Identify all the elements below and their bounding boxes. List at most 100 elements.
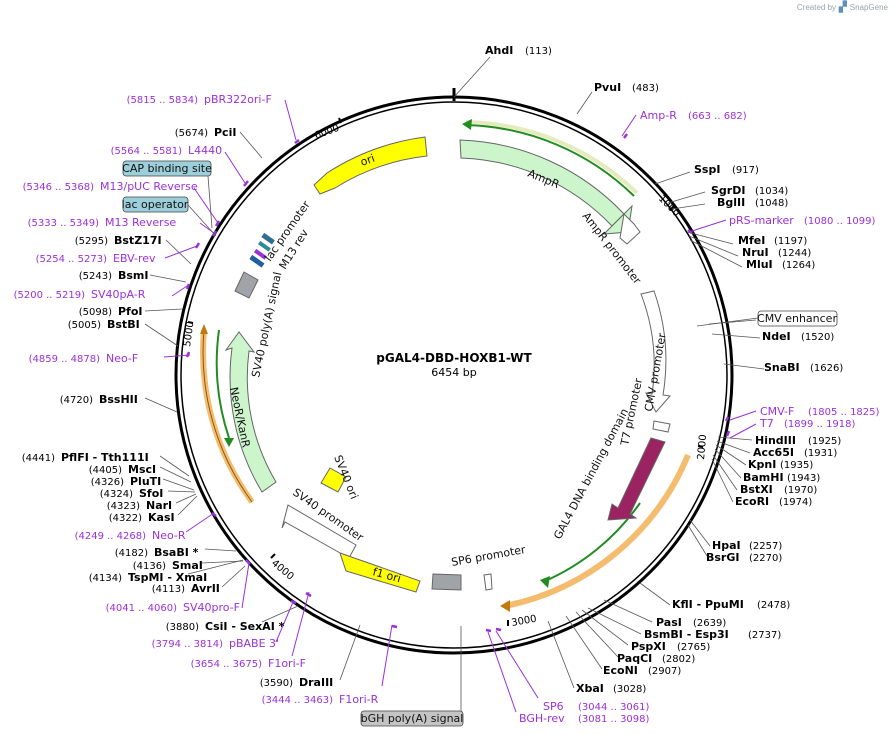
svg-text:(4326): (4326) bbox=[91, 477, 124, 488]
enzyme-labels: AhdI(113) PvuI(483) SspI(917) SgrDI(1034… bbox=[485, 44, 843, 695]
enzyme-bstz17i: (5295)BstZ17I bbox=[75, 234, 162, 247]
sv40-promoter-feature bbox=[281, 504, 357, 559]
cap-binding-site-label: CAP binding site bbox=[122, 162, 212, 175]
svg-text:(3444 .. 3463): (3444 .. 3463) bbox=[262, 695, 334, 706]
svg-text:NdeI: NdeI bbox=[762, 330, 791, 343]
enzyme-leader-lines bbox=[144, 56, 765, 689]
tick-2000: 2000 bbox=[696, 434, 709, 460]
svg-text:PvuI: PvuI bbox=[594, 81, 621, 94]
ampr-promoter-feature bbox=[619, 212, 641, 245]
tick-6000: 6000 bbox=[313, 123, 341, 142]
svg-text:L4440: L4440 bbox=[188, 144, 222, 157]
enzyme-csii-sexai: (3880)CsiI - SexAI * bbox=[166, 620, 285, 633]
svg-text:BstXI: BstXI bbox=[740, 483, 773, 496]
enzyme-sfoi: (4324)SfoI bbox=[100, 487, 164, 500]
svg-text:(1970): (1970) bbox=[784, 485, 817, 496]
svg-text:AvrII: AvrII bbox=[191, 582, 220, 595]
primer-sp6: SP6(3044 .. 3061) bbox=[543, 700, 650, 713]
cmv-promoter-feature bbox=[640, 290, 671, 413]
m13rev-mark bbox=[253, 248, 267, 260]
primer-pbr322ori-f: (5815 .. 5834)pBR322ori-F bbox=[127, 93, 272, 106]
svg-text:(3880): (3880) bbox=[166, 622, 199, 633]
enzyme-bsmi: (5243)BsmI bbox=[79, 269, 149, 282]
svg-text:(5200 .. 5219): (5200 .. 5219) bbox=[14, 290, 86, 301]
svg-text:(5005): (5005) bbox=[68, 320, 101, 331]
lac-operator-box: lac operator bbox=[122, 196, 217, 237]
t7-promoter-feature bbox=[652, 420, 671, 433]
svg-text:F1ori-R: F1ori-R bbox=[339, 693, 379, 706]
ori-label: ori bbox=[359, 152, 377, 169]
primer-l4440: (5564 .. 5581) L4440 bbox=[111, 144, 223, 157]
svg-text:(5564 .. 5581): (5564 .. 5581) bbox=[111, 146, 183, 157]
svg-text:Acc65I: Acc65I bbox=[753, 446, 794, 459]
bgh-polya-label: bGH poly(A) signal bbox=[361, 712, 464, 725]
enzyme-sgrdi: SgrDI(1034) bbox=[711, 184, 788, 197]
ampr-orf-line bbox=[465, 124, 635, 197]
svg-text:(4324): (4324) bbox=[100, 489, 133, 500]
enzyme-pluti: (4326) PluTI bbox=[91, 475, 162, 488]
svg-text:NarI: NarI bbox=[146, 499, 172, 512]
svg-text:PfoI: PfoI bbox=[118, 305, 143, 318]
primer-labels: Amp-R(663 .. 682) pRS-marker(1080 .. 109… bbox=[14, 93, 880, 725]
primer-pbabe-3: (3794 .. 3814)pBABE 3' bbox=[152, 637, 280, 650]
enzyme-kasi: (4322)KasI bbox=[109, 511, 175, 524]
svg-text:AhdI: AhdI bbox=[485, 44, 513, 57]
svg-text:(4323): (4323) bbox=[107, 501, 140, 512]
svg-text:(3028): (3028) bbox=[613, 684, 646, 695]
primer-bgh-rev: BGH-rev(3081 .. 3098) bbox=[519, 712, 650, 725]
svg-text:(2639): (2639) bbox=[693, 618, 726, 629]
primer-m13-puc-reverse: (5346 .. 5368)M13/pUC Reverse bbox=[23, 180, 198, 193]
enzyme-mfei: MfeI(1197) bbox=[738, 234, 807, 247]
svg-text:pBR322ori-F: pBR322ori-F bbox=[204, 93, 272, 106]
svg-text:M13 Reverse: M13 Reverse bbox=[105, 216, 176, 229]
svg-text:(4859 .. 4878): (4859 .. 4878) bbox=[29, 354, 101, 365]
svg-text:(917): (917) bbox=[732, 165, 759, 176]
svg-text:CMV-F: CMV-F bbox=[760, 405, 794, 418]
enzyme-bglii: BglII (1048) bbox=[717, 196, 788, 209]
svg-text:(483): (483) bbox=[632, 83, 659, 94]
plasmid-name: pGAL4-DBD-HOXB1-WT bbox=[376, 351, 532, 365]
tick-1000: 1000 bbox=[656, 193, 682, 219]
plasmid-size: 6454 bp bbox=[431, 366, 476, 379]
gal4-label: GAL4 DNA binding domain bbox=[551, 406, 631, 541]
svg-text:(4441): (4441) bbox=[22, 453, 55, 464]
bgh-polya-box: bGH poly(A) signal bbox=[360, 626, 464, 727]
enzyme-pspxi: PspXI(2765) bbox=[631, 640, 710, 653]
svg-text:(5674): (5674) bbox=[175, 128, 208, 139]
svg-text:BstBI: BstBI bbox=[107, 318, 140, 331]
neor-orf-outline-line bbox=[202, 329, 253, 503]
svg-text:PasI: PasI bbox=[656, 616, 682, 629]
svg-text:(2737): (2737) bbox=[748, 630, 781, 641]
gal4-orf-line bbox=[542, 502, 641, 583]
neor-orf-arrowhead bbox=[224, 438, 234, 447]
cmv-enhancer-box: CMV enhancer bbox=[696, 310, 837, 327]
svg-text:(5333 .. 5349): (5333 .. 5349) bbox=[28, 218, 100, 229]
enzyme-pvui: PvuI (483) bbox=[594, 81, 659, 94]
svg-text:(4322): (4322) bbox=[109, 513, 142, 524]
enzyme-hindiii: HindIII(1925) bbox=[755, 434, 841, 447]
svg-text:(4405): (4405) bbox=[89, 465, 122, 476]
snapgene-logo-icon: ▞ bbox=[839, 2, 847, 13]
svg-text:(1080 .. 1099): (1080 .. 1099) bbox=[804, 216, 876, 227]
enzyme-msci: (4405)MscI bbox=[89, 463, 156, 476]
svg-text:(4134): (4134) bbox=[89, 573, 122, 584]
neor-feature bbox=[224, 331, 277, 493]
svg-text:PflFI - Tth111I: PflFI - Tth111I bbox=[61, 451, 149, 464]
svg-text:(4720): (4720) bbox=[60, 395, 93, 406]
svg-text:(1943): (1943) bbox=[787, 473, 820, 484]
svg-text:T7: T7 bbox=[759, 417, 774, 430]
svg-text:pBABE 3': pBABE 3' bbox=[229, 637, 279, 650]
svg-text:(1048): (1048) bbox=[755, 198, 788, 209]
svg-text:BamHI: BamHI bbox=[743, 471, 784, 484]
gal4-orf-outline bbox=[504, 453, 691, 609]
svg-text:XbaI: XbaI bbox=[576, 682, 604, 695]
svg-text:EcoNI: EcoNI bbox=[603, 664, 638, 677]
svg-text:BglII: BglII bbox=[717, 196, 745, 209]
svg-text:BsrGI: BsrGI bbox=[706, 551, 739, 564]
svg-text:M13/pUC Reverse: M13/pUC Reverse bbox=[100, 180, 198, 193]
svg-text:Neo-R: Neo-R bbox=[152, 529, 186, 542]
primer-t7: T7(1899 .. 1918) bbox=[759, 417, 856, 430]
svg-text:HindIII: HindIII bbox=[755, 434, 796, 447]
svg-text:PluTI: PluTI bbox=[130, 475, 161, 488]
svg-text:(4113): (4113) bbox=[152, 584, 185, 595]
